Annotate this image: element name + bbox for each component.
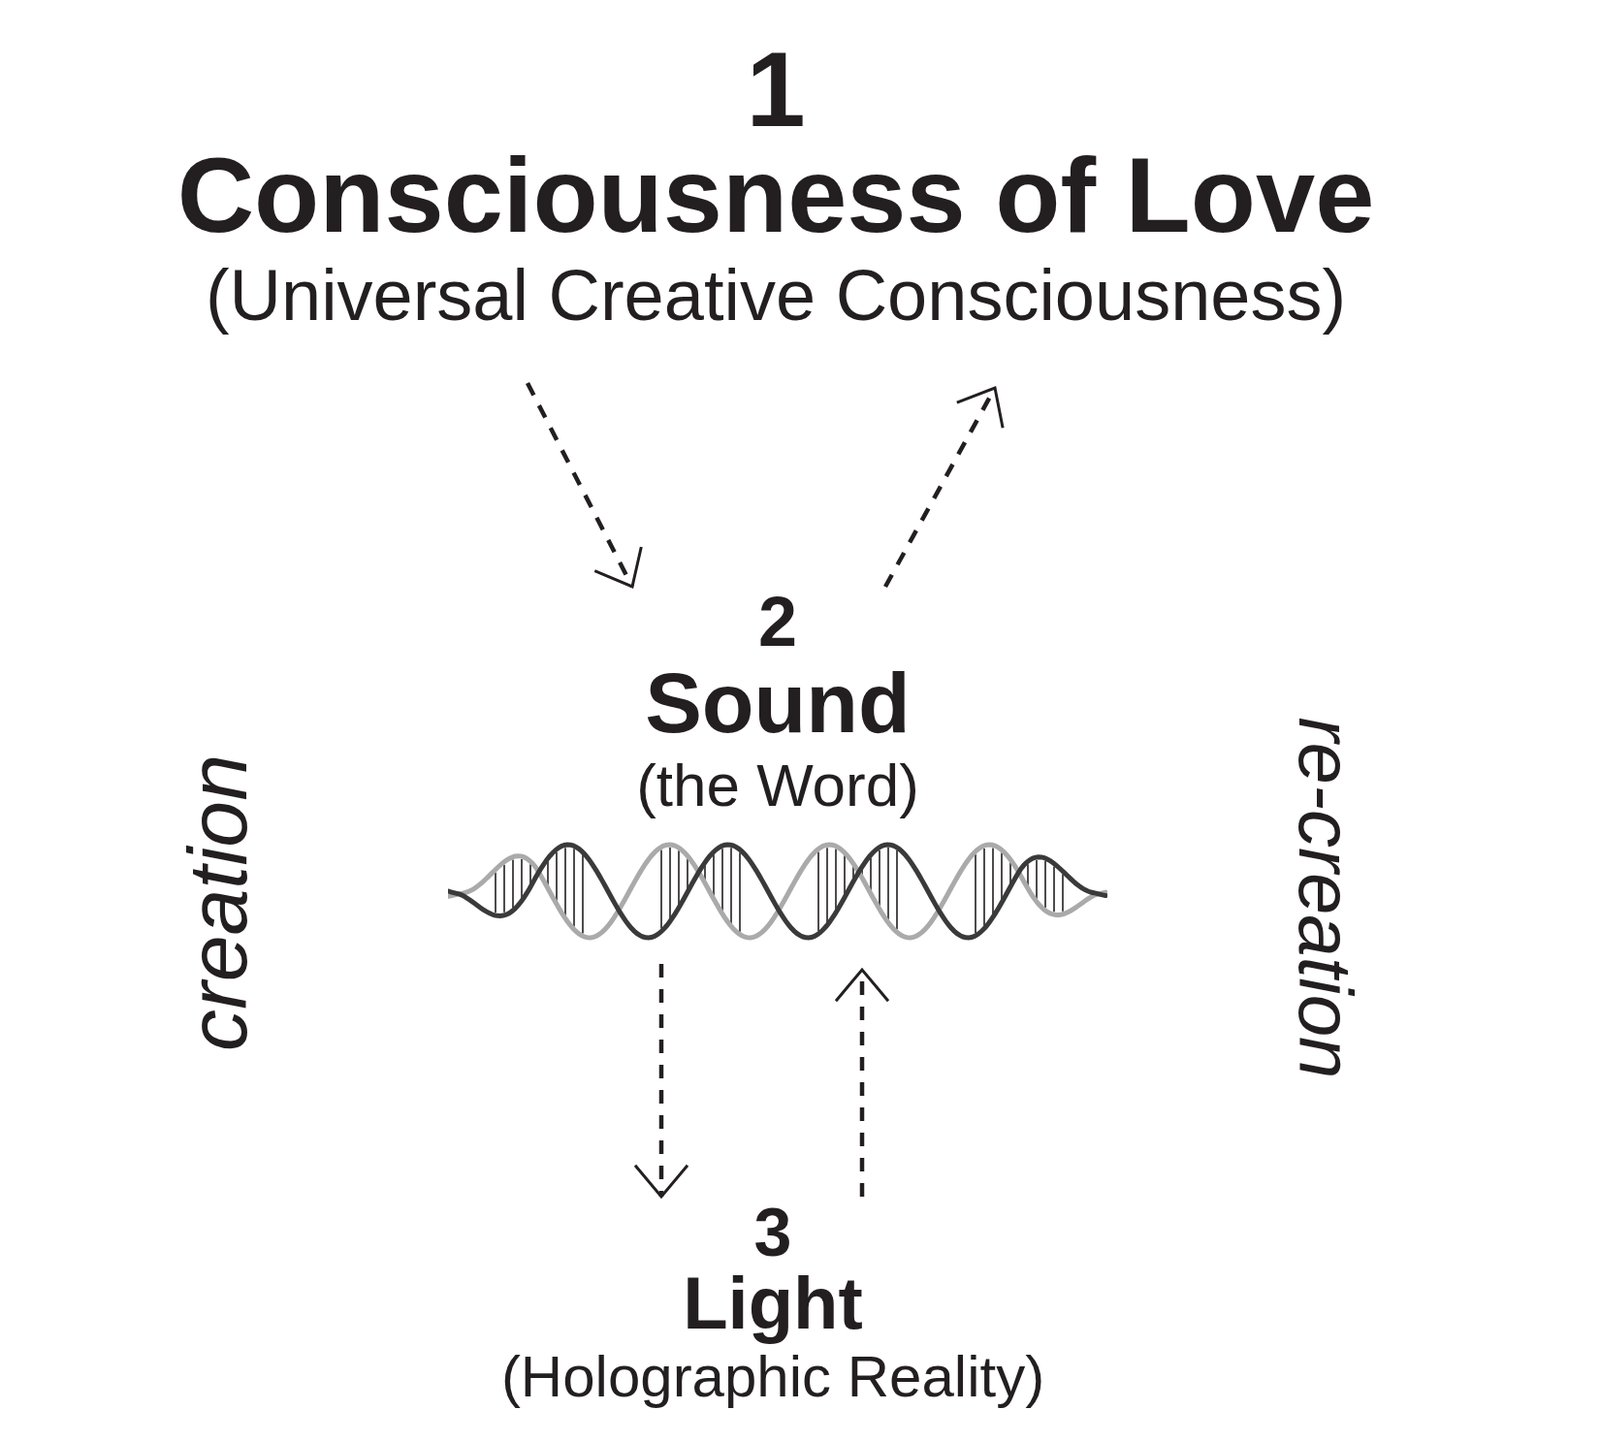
helix-rung xyxy=(564,847,567,916)
callout-number: 2 xyxy=(448,586,1108,657)
helix-rung xyxy=(677,850,680,905)
helix-illustration xyxy=(448,832,1108,951)
arrowhead xyxy=(594,546,641,587)
helix-rung xyxy=(503,864,506,913)
helix-rung xyxy=(1061,873,1064,911)
node-subtitle: (Universal Creative Consciousness) xyxy=(177,252,1376,340)
helix-rung xyxy=(974,854,977,933)
helix-rung xyxy=(494,872,497,913)
arrowhead xyxy=(957,387,1003,428)
helix-rung xyxy=(712,854,715,896)
helix-rung xyxy=(686,859,689,890)
node-subtitle: (the Word) xyxy=(448,748,1108,822)
side-label: creation xyxy=(171,754,264,1052)
helix-rung xyxy=(834,849,837,910)
node-title: Consciousness of Love xyxy=(177,137,1376,253)
helix-rung xyxy=(1053,865,1056,912)
helix-rung xyxy=(878,850,881,907)
helix-rung xyxy=(738,852,741,932)
text-node: 2Sound(the Word) xyxy=(448,586,1108,951)
helix-rung xyxy=(721,848,724,911)
arrowhead xyxy=(635,1165,688,1197)
helix-rung xyxy=(826,847,829,923)
helix-rung xyxy=(1026,864,1029,886)
helix-rung xyxy=(573,848,576,927)
helix-rung xyxy=(1009,862,1012,884)
helix-rung xyxy=(992,847,994,914)
helix-rung xyxy=(843,855,846,895)
text-node: 3Light(Holographic Reality) xyxy=(501,1200,1045,1412)
helix-rung xyxy=(520,859,523,898)
helix-rung xyxy=(1035,860,1038,899)
helix-rung xyxy=(887,847,890,920)
helix-rung xyxy=(983,848,986,927)
helix-rung xyxy=(896,850,898,929)
node-title: Light xyxy=(501,1264,1045,1343)
helix-strand-light xyxy=(448,844,1106,938)
node-title: Sound xyxy=(448,656,1108,749)
helix-rung xyxy=(1044,861,1047,908)
dashed-arrow xyxy=(635,963,688,1197)
dashed-line xyxy=(527,383,633,587)
helix-rung xyxy=(730,847,733,924)
callout-number: 3 xyxy=(501,1200,1045,1265)
helix-strand-dark xyxy=(448,844,1106,938)
dashed-arrow xyxy=(527,383,641,587)
helix-rung xyxy=(660,849,663,928)
dashed-line xyxy=(659,963,665,1197)
helix-rung xyxy=(555,852,558,902)
helix-rung xyxy=(512,860,514,908)
helix-rung xyxy=(869,858,872,892)
callout-number: 1 xyxy=(177,40,1376,138)
text-node: 1Consciousness of Love(Universal Creativ… xyxy=(177,40,1376,340)
helix-rung xyxy=(669,847,672,919)
arrowhead xyxy=(835,969,889,1001)
helix-rung xyxy=(546,861,549,886)
dashed-line xyxy=(860,969,865,1197)
side-label: re-creation xyxy=(1282,717,1367,1080)
dashed-arrow xyxy=(835,969,889,1197)
helix-rung xyxy=(581,855,584,934)
helix-rung xyxy=(1000,852,1003,899)
node-subtitle: (Holographic Reality) xyxy=(501,1342,1045,1412)
helix-rung xyxy=(817,851,820,931)
dashed-line xyxy=(885,387,995,587)
dashed-arrow xyxy=(885,387,1003,587)
